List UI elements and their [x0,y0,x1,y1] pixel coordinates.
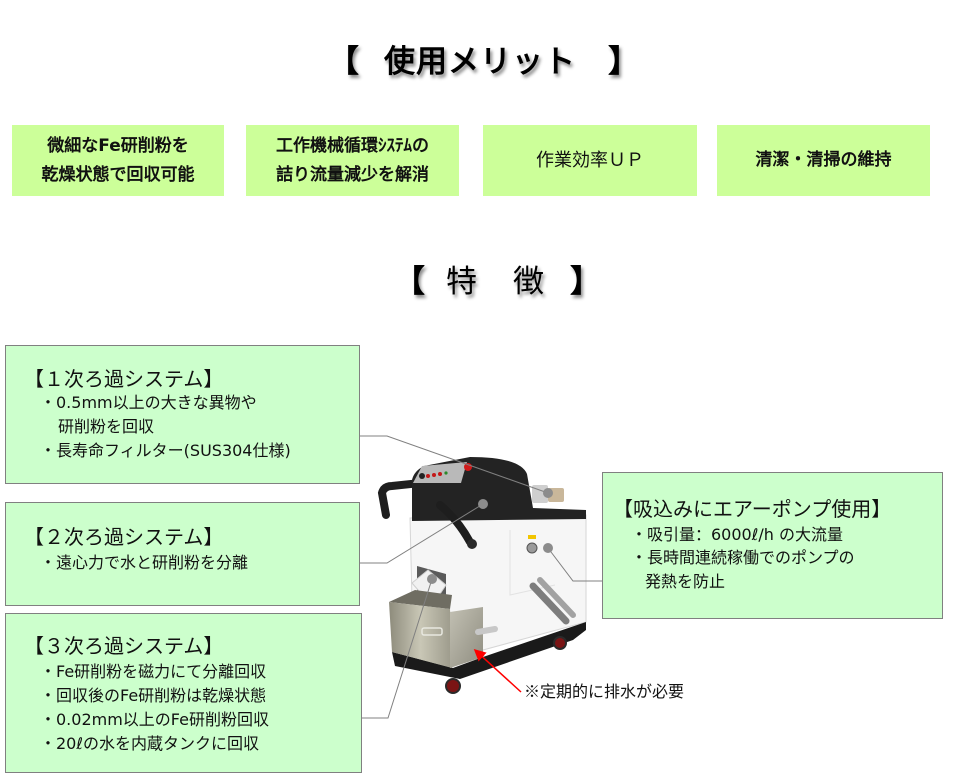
water-tank-top [389,590,452,609]
feature-bullet: ・長寿命フィルター(SUS304仕様) [40,441,291,460]
merits-title-close-bracket: 】 [608,44,639,80]
feature-box-tertiary-filter: 【３次ろ過システム】 ・Fe研削粉を磁力にて分離回収 ・回収後のFe研削粉は乾燥… [5,613,362,773]
marker-dot-2 [478,499,488,509]
feature-bullet: ・20ℓの水を内蔵タンクに回収 [40,734,259,753]
handle-mount [467,539,477,549]
feature-bullet: ・長時間連続稼働でのポンプの [631,548,855,567]
merit-line: 詰り流量減少を解消 [276,164,429,185]
merit-box-efficiency: 作業効率ＵＰ [483,125,697,196]
feature-box-title: 【２次ろ過システム】 [24,525,224,549]
pipe [529,582,570,625]
feature-box-title: 【１次ろ過システム】 [24,367,224,391]
water-tank [389,602,452,668]
feature-bullet: ・0.02mm以上のFe研削粉回収 [40,710,269,729]
marker-dot-3 [427,574,437,584]
merit-box-clog-reduction: 工作機械循環ｼｽﾃﾑの 詰り流量減少を解消 [246,125,459,196]
features-title-char: 特 [446,264,477,300]
merits-title: 使用メリット [384,44,576,80]
feature-box-secondary-filter: 【２次ろ過システム】 ・遠心力で水と研削粉を分離 [5,502,360,606]
red-button-icon [438,472,442,476]
features-title-close-bracket: 】 [570,264,601,300]
suction-canister [532,485,548,503]
merits-title-open-bracket: 【 [328,44,359,80]
leader-line-1 [360,435,549,494]
feature-bullet: ・0.5mm以上の大きな異物や [40,393,257,412]
marker-dot-1 [543,488,553,498]
feature-box-title: 【吸込みにエアーポンプ使用】 [613,497,892,521]
features-title-open-bracket: 【 [394,264,425,300]
wheel-icon [553,636,567,650]
feature-bullet: ・遠心力で水と研削粉を分離 [40,553,249,572]
feature-box-air-pump: 【吸込みにエアーポンプ使用】 ・吸引量：6000ℓ/h の大流量 ・長時間連続稼… [602,472,943,619]
feature-bullet-continuation: 発熱を防止 [645,572,726,591]
feature-box-primary-filter: 【１次ろ過システム】 ・0.5mm以上の大きな異物や 研削粉を回収 ・長寿命フィ… [5,345,360,484]
air-fitting [526,542,538,554]
knob-icon [419,473,425,479]
wheel-icon [445,678,461,694]
red-button-icon [432,473,436,477]
red-button-icon [426,474,430,478]
drain-arrow [473,648,522,693]
feature-bullet: ・回収後のFe研削粉は乾燥状態 [40,686,267,705]
merit-line: 工作機械循環ｼｽﾃﾑの [276,135,429,156]
merit-line: 清潔・清掃の維持 [755,150,892,170]
warning-label [528,535,536,539]
feature-bullet: ・吸引量：6000ℓ/h の大流量 [631,525,843,544]
handle-front [436,501,474,546]
drain-pipe [475,626,498,635]
leader-line-4 [547,547,602,582]
feature-box-title: 【３次ろ過システム】 [24,634,224,658]
green-button-icon [444,471,448,475]
feature-bullet-continuation: 研削粉を回収 [58,417,155,436]
leader-line-3 [361,578,433,719]
drain-note: ※定期的に排水が必要 [524,682,685,701]
merit-box-dry-recovery: 微細なFe研削粉を 乾燥状態で回収可能 [12,125,224,196]
merit-box-cleanliness: 清潔・清掃の維持 [717,125,930,196]
features-title-char: 徴 [513,264,544,300]
merit-line: 乾燥状態で回収可能 [41,164,195,185]
leader-line-2 [360,503,484,564]
marker-dot-4 [543,543,553,553]
merit-line: 作業効率ＵＰ [536,150,644,171]
feature-bullet: ・Fe研削粉を磁力にて分離回収 [40,662,267,681]
merit-line: 微細なFe研削粉を [47,135,189,156]
tank-handle [421,627,443,636]
pipe [537,577,576,618]
